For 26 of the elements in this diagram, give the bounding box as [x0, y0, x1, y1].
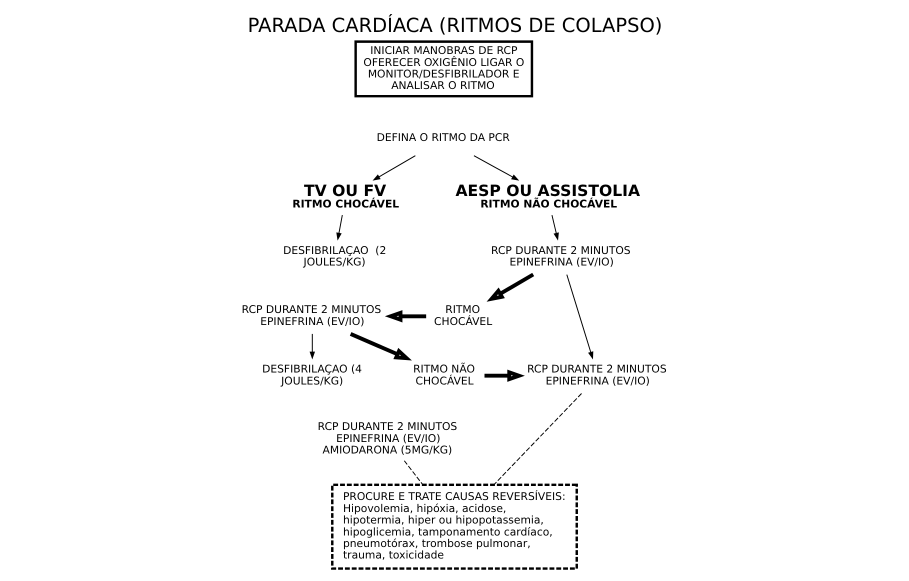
node-text: DEFINA O RITMO DA PCR: [376, 130, 510, 144]
node-text: DESFIBRILAÇAO (4 JOULES/KG): [262, 362, 362, 388]
node-box: INICIAR MANOBRAS DE RCP OFERECER OXIGÊNIO LIGAR O MONITOR/DESFIBRILADOR E ANALISAR O RITMO: [354, 40, 533, 98]
node-text: AESP OU ASSISTOLIA RITMO NÃO CHOCÁVEL: [454, 182, 640, 211]
arrow: [472, 155, 519, 181]
arrow: [486, 272, 534, 302]
node-text: RCP DURANTE 2 MINUTOS EPINEFRINA (EV/IO): [526, 362, 666, 388]
arrow: [336, 214, 342, 241]
arrow: [372, 155, 416, 181]
node-text: TV OU FV RITMO CHOCÁVEL: [292, 182, 399, 211]
node-text: RCP DURANTE 2 MINUTOS EPINEFRINA (EV/IO): [241, 303, 381, 328]
node-text: RCP DURANTE 2 MINUTOS EPINEFRINA (EV/IO) AMIODARONA (5MG/KG): [317, 420, 457, 456]
node-text: RCP DURANTE 2 MINUTOS EPINEFRINA (EV/IO): [490, 244, 630, 268]
arrow: [349, 332, 412, 361]
arrow: [566, 274, 593, 360]
arrow: [484, 370, 524, 382]
connector: [493, 393, 582, 486]
node-text: RITMO CHOCÁVEL: [434, 303, 492, 328]
connector: [403, 460, 423, 486]
arrow: [550, 214, 558, 241]
diagram-title: PARADA CARDÍACA (RITMOS DE COLAPSO): [247, 14, 662, 37]
node-text: RITMO NÃO CHOCÁVEL: [412, 362, 474, 388]
arrow: [384, 310, 426, 322]
node-box: PROCURE E TRATE CAUSAS REVERSÍVEIS: Hipovolemia, hipóxia, acidose, hipotermia, hiper ou hipopotassemia, hipoglicemia, tamponamento cardíaco, pneumotórax, trombose pulmonar, trauma, toxicidade: [330, 484, 578, 570]
arrow: [309, 333, 315, 360]
node-text: DESFIBRILAÇAO (2 JOULES/KG): [282, 244, 386, 268]
